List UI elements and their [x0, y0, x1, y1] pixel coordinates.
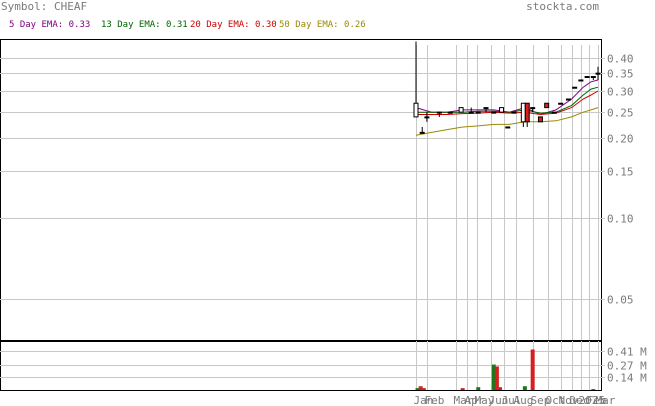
- price-panel-frame: [0, 39, 602, 341]
- month-label: Jan: [414, 394, 434, 406]
- month-label: Nov: [559, 394, 579, 406]
- month-label: Sep: [531, 394, 551, 406]
- candle-body: [544, 102, 550, 109]
- candle-body: [458, 107, 464, 113]
- month-label: Mar: [454, 394, 474, 406]
- candle-body: [590, 76, 596, 79]
- price-tick-label: 0.40: [607, 53, 634, 66]
- candle-body: [551, 111, 557, 114]
- candle-body: [572, 86, 578, 89]
- volume-tick-label: 0.27 M: [607, 360, 647, 373]
- price-tick-label: 0.35: [607, 68, 634, 81]
- candle-body: [558, 102, 564, 105]
- price-tick-label: 0.05: [607, 294, 634, 307]
- candle-body: [505, 126, 511, 129]
- volume-tick-label: 0.14 M: [607, 372, 647, 385]
- volume-bar: [494, 366, 499, 390]
- ema20-label: 20 Day EMA: 0.30: [190, 20, 277, 30]
- month-label: Dec: [570, 394, 590, 406]
- candle-body: [595, 72, 601, 75]
- price-tick-label: 0.10: [607, 213, 634, 226]
- volume-bar: [415, 388, 420, 390]
- month-label: 2025: [579, 394, 606, 406]
- price-tick-label: 0.15: [607, 166, 634, 179]
- candle-body: [413, 102, 419, 118]
- candle-body: [483, 107, 489, 110]
- candle-body: [475, 111, 481, 114]
- ema13-label: 13 Day EMA: 0.31: [101, 20, 188, 30]
- candle-body: [468, 111, 474, 114]
- candle-body: [424, 116, 430, 119]
- candle-body: [511, 111, 517, 114]
- candle-body: [584, 76, 590, 79]
- volume-bar: [498, 387, 502, 390]
- ema5-label: 5 Day EMA: 0.33: [9, 20, 91, 30]
- month-label: Jun: [489, 394, 509, 406]
- month-label: Jul: [502, 394, 522, 406]
- price-tick-label: 0.25: [607, 107, 634, 120]
- month-label: Mar: [596, 394, 616, 406]
- price-tick-label: 0.30: [607, 86, 634, 99]
- month-label: Apr: [465, 394, 485, 406]
- volume-bar: [460, 388, 465, 390]
- volume-bar: [522, 386, 527, 390]
- volume-bar: [591, 389, 596, 390]
- ema50-label: 50 Day EMA: 0.26: [279, 20, 366, 30]
- candle-body: [524, 102, 530, 123]
- candle-body: [537, 116, 543, 123]
- candle-body: [578, 79, 584, 82]
- site-label: stockta.com: [526, 0, 599, 13]
- candle-body: [565, 98, 571, 101]
- price-tick-label: 0.20: [607, 133, 634, 146]
- month-label: Oct: [546, 394, 566, 406]
- month-label: Feb: [425, 394, 445, 406]
- candle-body: [499, 107, 505, 113]
- volume-bar: [491, 364, 496, 390]
- ema-line-5-day-ema: [415, 79, 599, 116]
- volume-bar: [530, 349, 535, 390]
- volume-bar: [476, 387, 481, 390]
- candle-body: [419, 131, 425, 134]
- month-label: Feb: [587, 394, 607, 406]
- volume-bar: [418, 386, 423, 390]
- volume-tick-label: 0.41 M: [607, 346, 647, 359]
- candle-body: [436, 111, 442, 114]
- ema-line-20-day-ema: [416, 90, 599, 116]
- symbol-label: Symbol: CHEAF: [1, 0, 88, 13]
- candle-body: [447, 111, 453, 114]
- ema-line-50-day-ema: [415, 107, 599, 136]
- candle-body: [491, 111, 497, 114]
- candle-body: [530, 107, 536, 110]
- volume-bar: [421, 388, 426, 390]
- month-label: May: [475, 394, 495, 406]
- month-label: Aug: [514, 394, 534, 406]
